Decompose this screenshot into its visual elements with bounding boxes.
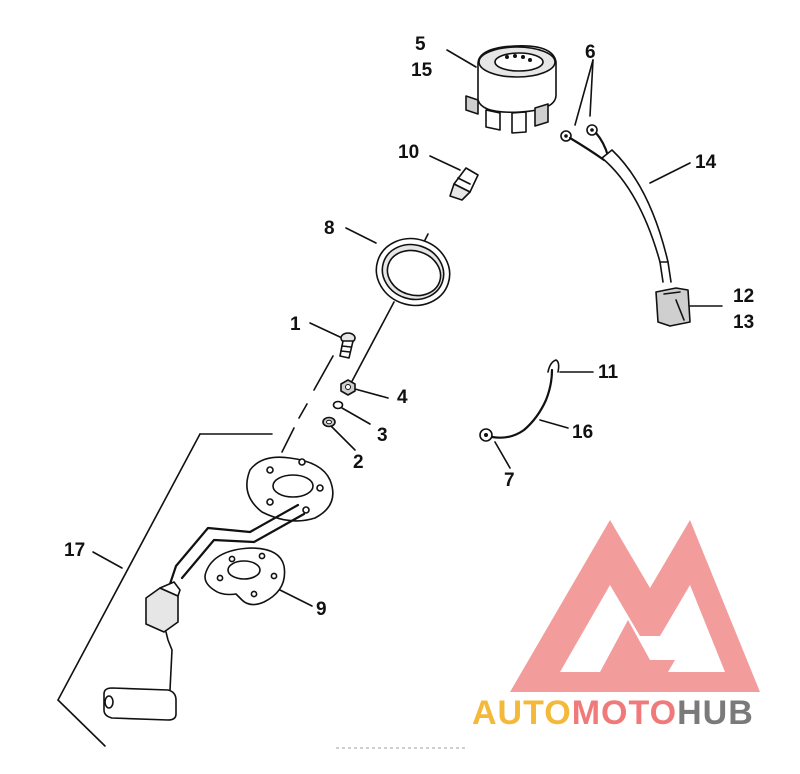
screw xyxy=(339,332,356,359)
nut xyxy=(340,379,356,396)
callout-9: 9 xyxy=(316,599,327,620)
callout-12: 12 xyxy=(733,286,754,307)
logo-inner-mark xyxy=(600,620,675,672)
callout-15: 15 xyxy=(411,60,433,81)
automotohub-watermark: AUTOMOTOHUB xyxy=(472,694,754,732)
callout-2: 2 xyxy=(353,452,364,473)
wiring-harness xyxy=(560,124,691,327)
flat-washer xyxy=(322,416,336,428)
callout-14: 14 xyxy=(695,152,717,173)
watermark-hub: HUB xyxy=(677,694,754,732)
callout-4: 4 xyxy=(397,387,408,408)
watermark-auto: AUTO xyxy=(472,694,572,732)
assembly-bracket-17 xyxy=(57,433,273,747)
callout-11: 11 xyxy=(598,362,619,383)
callout-6: 6 xyxy=(585,42,596,63)
bulb xyxy=(449,167,479,201)
gauge-housing xyxy=(465,45,557,134)
callout-labels: 5 15 6 10 14 8 12 13 1 11 4 3 16 2 7 17 … xyxy=(64,34,754,620)
svg-text:AUTOMOTOHUB: AUTOMOTOHUB xyxy=(472,694,754,732)
watermark-moto: MOTO xyxy=(572,694,677,732)
callout-3: 3 xyxy=(377,425,388,446)
callout-10: 10 xyxy=(398,142,419,163)
lock-washer xyxy=(332,400,344,410)
callout-8: 8 xyxy=(324,218,335,239)
callout-17: 17 xyxy=(64,540,85,561)
fuel-sender-assembly xyxy=(103,456,334,721)
callout-7: 7 xyxy=(504,470,515,491)
gasket-ring xyxy=(375,237,451,307)
callout-16: 16 xyxy=(572,422,593,443)
mounting-plate xyxy=(204,547,286,606)
ground-wire xyxy=(479,359,560,442)
callout-5: 5 xyxy=(415,34,426,55)
logo-triangle-inner xyxy=(560,585,725,672)
automotohub-logo-icon xyxy=(510,520,760,692)
callout-1: 1 xyxy=(290,314,301,335)
leader-lines xyxy=(92,49,723,607)
callout-13: 13 xyxy=(733,312,754,333)
